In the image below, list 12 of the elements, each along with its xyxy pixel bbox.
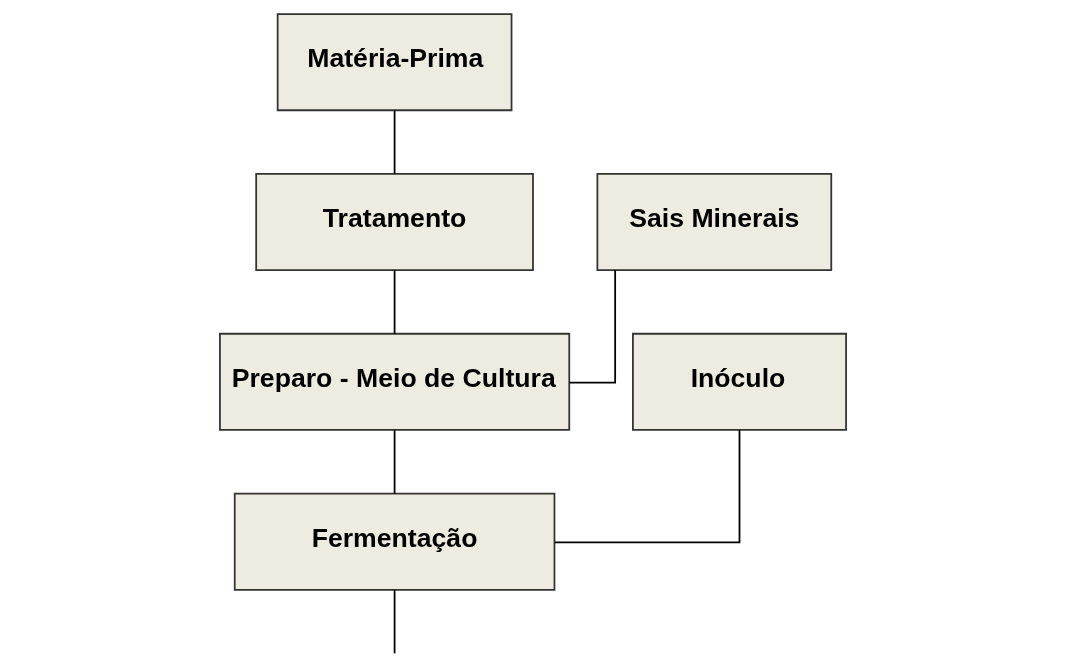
node-box: Matéria-Prima — [276, 13, 513, 112]
connector — [393, 109, 396, 175]
node-box: Tratamento — [255, 173, 534, 271]
node-box: Fermentação — [233, 492, 556, 591]
node-box: Sais Minerais — [596, 173, 833, 271]
node-box: Preparo - Meio de Cultura — [219, 332, 571, 431]
connector — [393, 269, 396, 335]
connector — [554, 429, 741, 544]
connector — [393, 589, 396, 655]
node-box: Inóculo — [632, 332, 847, 431]
connector — [568, 269, 617, 384]
connector — [393, 429, 396, 495]
